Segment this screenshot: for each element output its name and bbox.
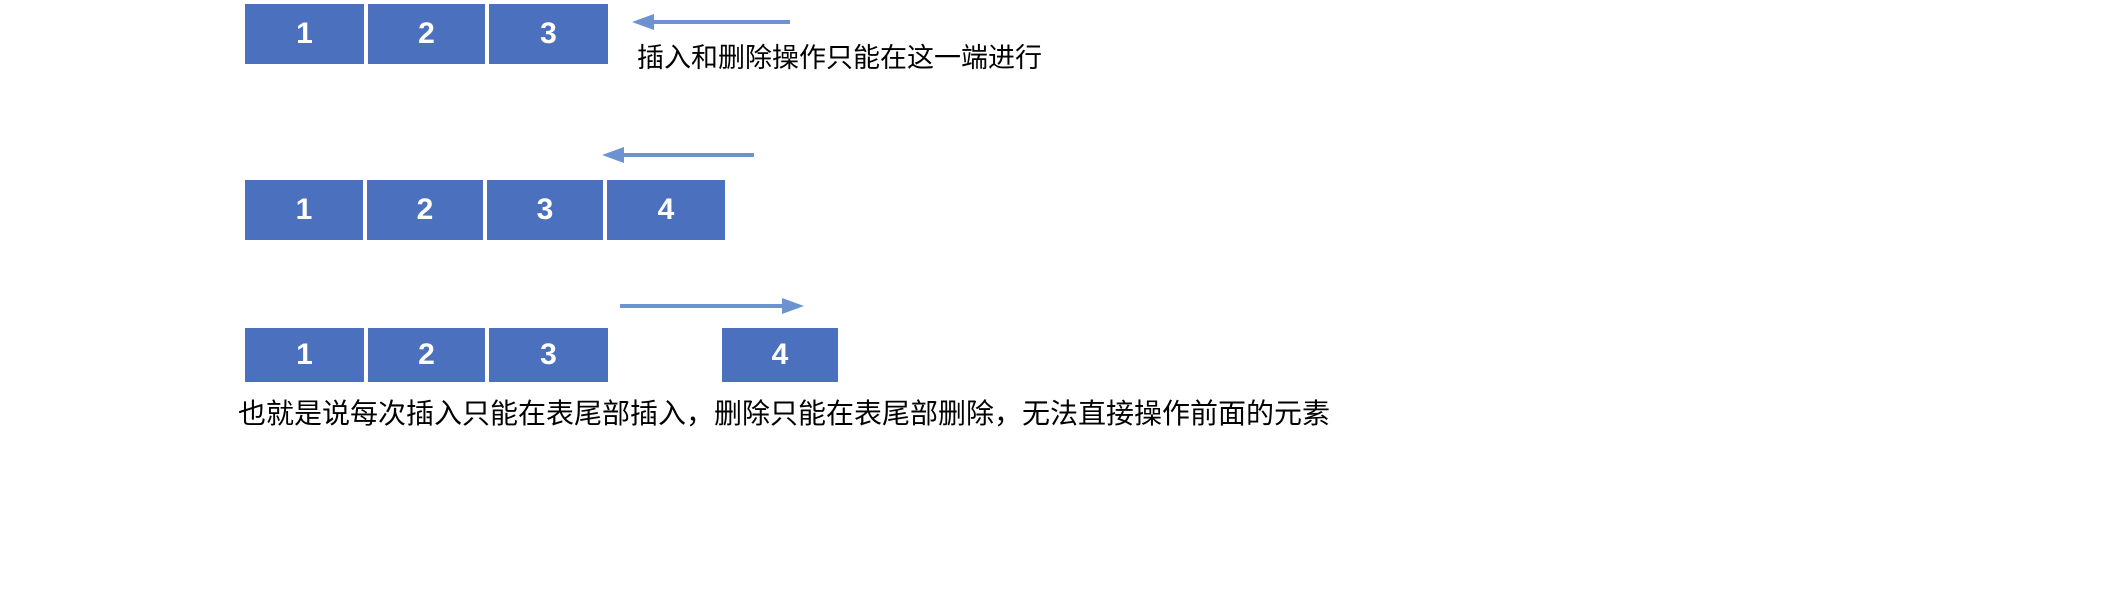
stack-row-1: 1 2 3 [245, 4, 608, 64]
stack-cell: 2 [365, 180, 485, 240]
stack-cell: 3 [485, 180, 605, 240]
stack-cell-detached: 4 [722, 328, 838, 382]
stack-row-3-detached: 4 [722, 328, 838, 382]
caption-top: 插入和删除操作只能在这一端进行 [637, 43, 1042, 74]
arrow-left-row1 [632, 12, 790, 32]
stack-cell: 1 [245, 328, 366, 382]
stack-row-3: 1 2 3 [245, 328, 608, 382]
stack-cell: 1 [245, 180, 365, 240]
stack-cell: 3 [487, 4, 608, 64]
stack-cell: 3 [487, 328, 608, 382]
stack-row-2: 1 2 3 4 [245, 180, 725, 240]
stack-cell: 2 [366, 4, 487, 64]
stack-cell: 2 [366, 328, 487, 382]
stack-cell: 4 [605, 180, 725, 240]
arrow-left-row2 [602, 145, 754, 165]
caption-bottom: 也就是说每次插入只能在表尾部插入，删除只能在表尾部删除，无法直接操作前面的元素 [238, 397, 1331, 430]
stack-cell: 1 [245, 4, 366, 64]
arrow-right-row3 [620, 296, 804, 316]
